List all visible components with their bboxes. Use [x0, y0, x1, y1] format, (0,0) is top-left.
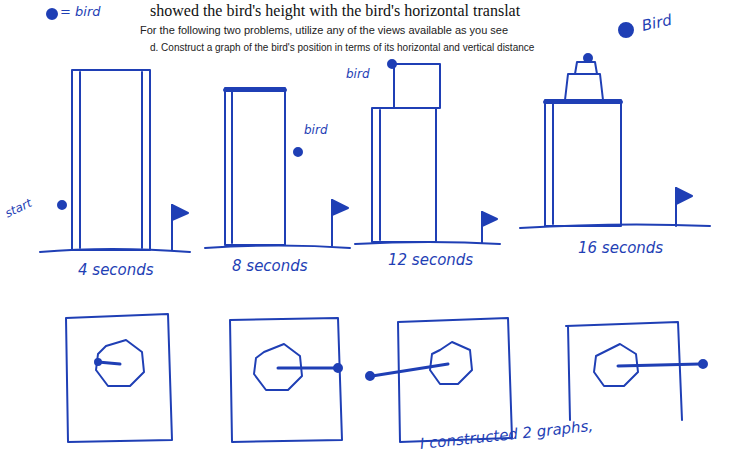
time-label: 12 seconds	[388, 252, 473, 269]
handwritten-label: bird	[346, 68, 370, 81]
time-label: 16 seconds	[578, 240, 663, 257]
handwritten-note: I constructed 2 graphs,	[419, 418, 594, 453]
top-view-4	[566, 322, 707, 420]
building-4s	[40, 70, 190, 252]
building-16s	[520, 54, 710, 228]
time-label: 4 seconds	[78, 262, 154, 279]
building-12s	[355, 60, 500, 244]
top-view-3	[366, 318, 512, 442]
question-text: d. Construct a graph of the bird's posit…	[150, 42, 534, 53]
time-label: 8 seconds	[232, 258, 308, 275]
handwritten-label: bird	[304, 124, 328, 137]
legend-text: = bird	[60, 5, 101, 19]
instruction-text: For the following two problems, utilize …	[140, 24, 508, 36]
bird-dot	[47, 9, 57, 19]
top-view-1	[66, 314, 172, 442]
building-8s	[205, 88, 350, 248]
handwritten-label: start	[3, 197, 34, 221]
bird-dot	[619, 23, 633, 37]
handwritten-label: Bird	[640, 12, 673, 34]
top-view-2	[230, 318, 342, 442]
header-text: showed the bird's height with the bird's…	[150, 2, 520, 20]
